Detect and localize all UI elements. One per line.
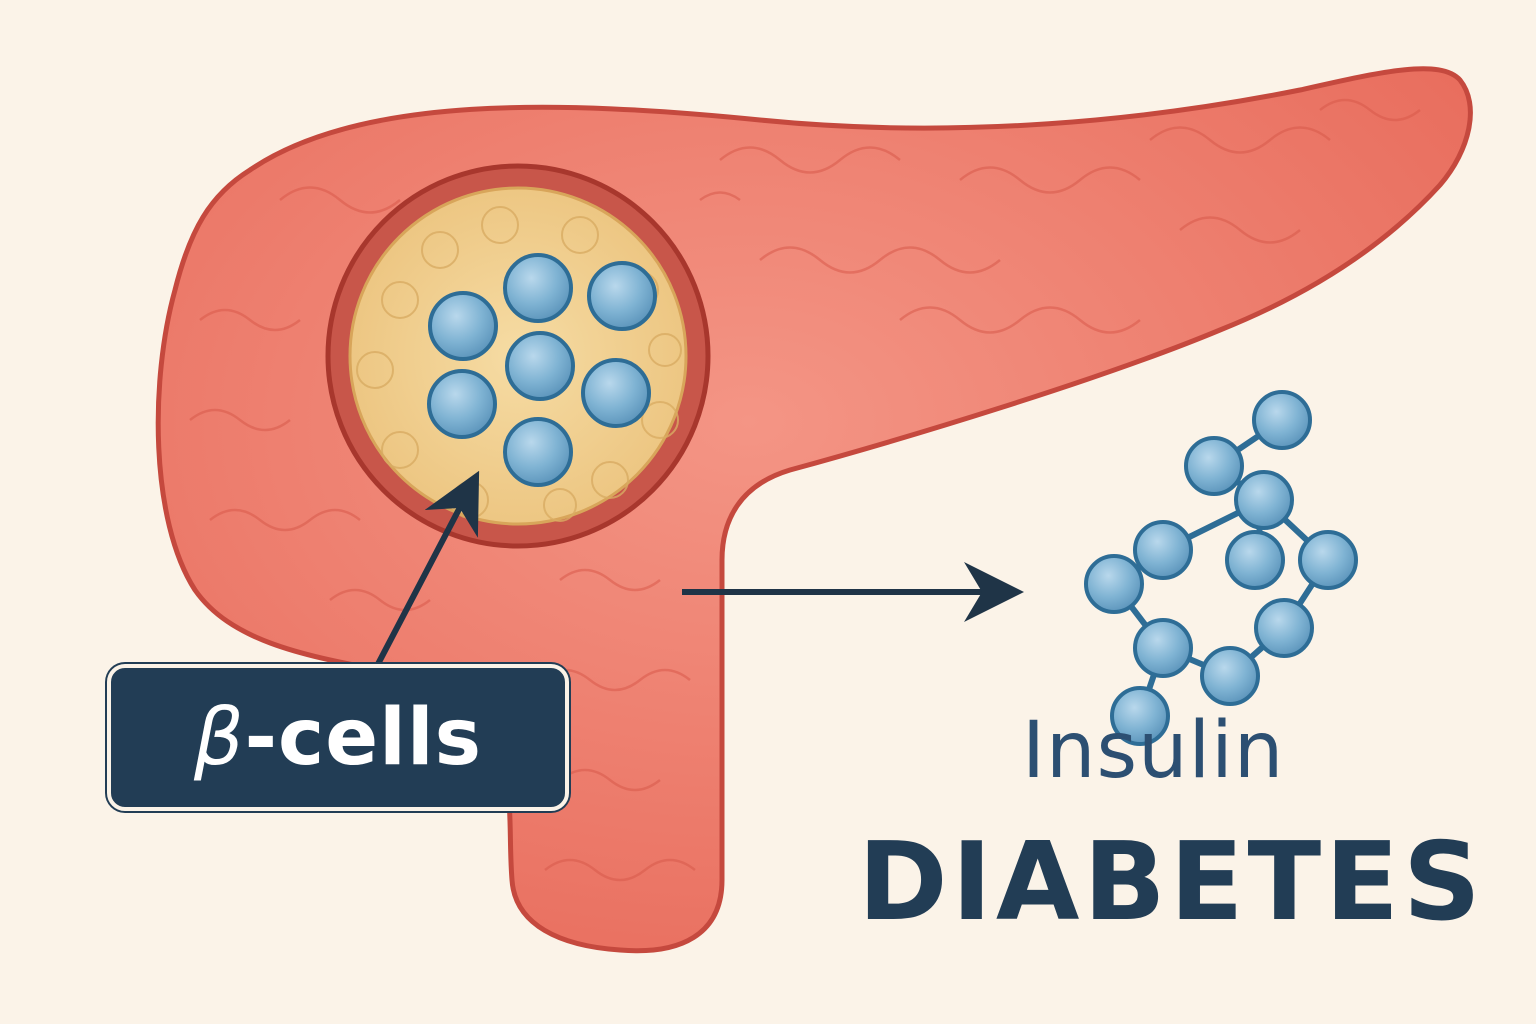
pointer-arrow bbox=[375, 470, 480, 666]
cells-word: -cells bbox=[244, 692, 483, 783]
diabetes-title: DIABETES bbox=[858, 820, 1485, 945]
beta-symbol: β bbox=[193, 692, 245, 783]
beta-cells-label-text: β-cells bbox=[194, 693, 482, 783]
beta-cell-icon bbox=[427, 253, 657, 487]
insulin-label: Insulin bbox=[1022, 706, 1285, 796]
insulin-molecule-icon bbox=[1084, 390, 1358, 746]
beta-cells-label: β-cells bbox=[107, 664, 569, 811]
